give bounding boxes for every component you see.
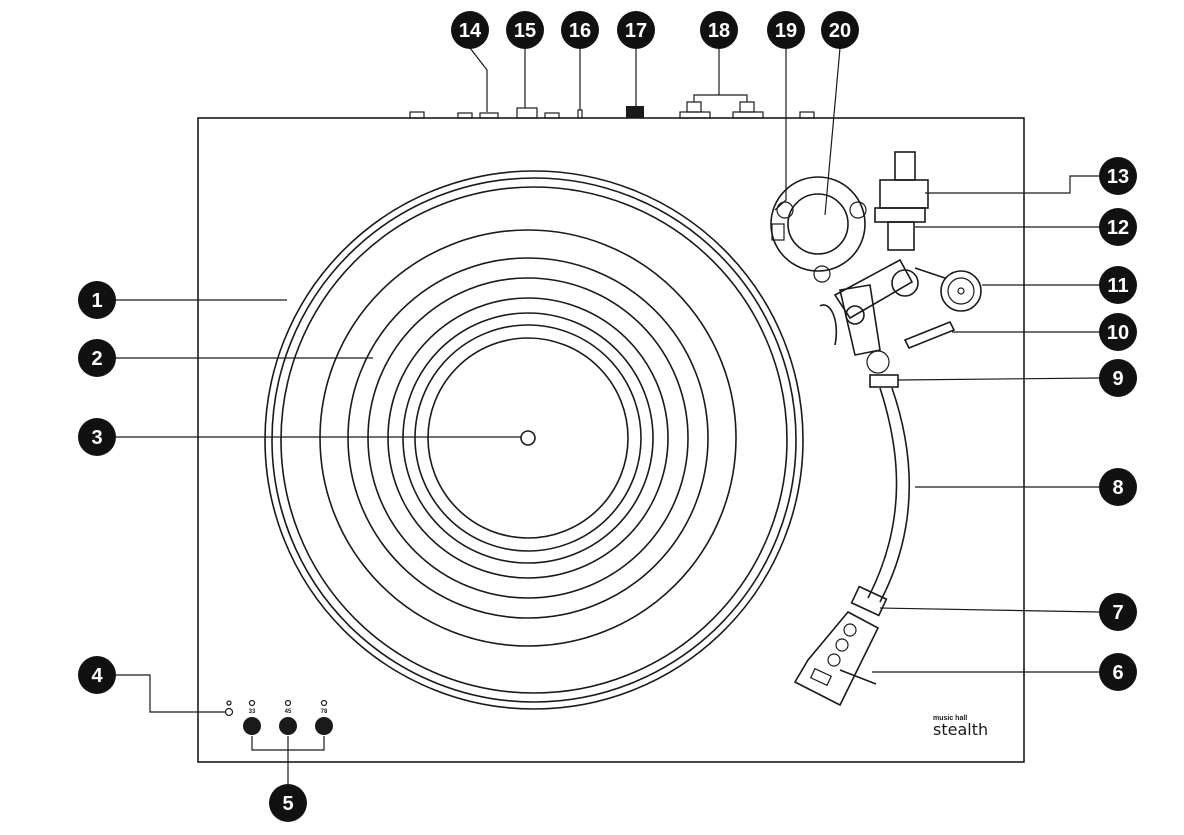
callout-11: 11 — [1099, 266, 1137, 304]
speed-78-led — [320, 699, 328, 707]
svg-text:16: 16 — [569, 20, 591, 42]
arm-tube — [867, 387, 911, 603]
speed-controls: 33 45 78 — [224, 699, 333, 735]
svg-text:13: 13 — [1107, 166, 1129, 188]
brand-line1: music hall — [933, 715, 967, 722]
speed-45-label: 45 — [285, 709, 292, 715]
callout-8: 8 — [1099, 468, 1137, 506]
speed-45-led — [284, 699, 292, 707]
svg-text:8: 8 — [1112, 477, 1123, 499]
platter-mat — [319, 229, 737, 647]
svg-text:12: 12 — [1107, 217, 1129, 239]
svg-text:18: 18 — [708, 20, 730, 42]
svg-text:20: 20 — [829, 20, 851, 42]
power-indicator — [224, 707, 234, 717]
callout-15: 15 — [506, 11, 544, 49]
svg-text:3: 3 — [91, 427, 102, 449]
svg-text:7: 7 — [1112, 602, 1123, 624]
callout-9: 9 — [1099, 359, 1137, 397]
callout-18: 18 — [700, 11, 738, 49]
svg-text:17: 17 — [625, 20, 647, 42]
svg-text:1: 1 — [91, 290, 102, 312]
headshell — [793, 585, 888, 707]
callout-2: 2 — [78, 339, 116, 377]
anti-skate-dial — [914, 267, 982, 312]
cueing-lever — [866, 320, 956, 374]
svg-text:5: 5 — [282, 793, 293, 815]
callout-7: 7 — [1099, 593, 1137, 631]
spindle — [520, 430, 536, 446]
speed-78-label: 78 — [321, 709, 328, 715]
svg-text:15: 15 — [514, 20, 536, 42]
callout-14: 14 — [451, 11, 489, 49]
svg-text:6: 6 — [1112, 662, 1123, 684]
callout-3: 3 — [78, 418, 116, 456]
callout-5: 5 — [269, 784, 307, 822]
callout-6: 6 — [1099, 653, 1137, 691]
brand-logo: music hall stealth — [933, 715, 988, 739]
speed-33-button[interactable] — [243, 717, 261, 735]
rear-connectors — [409, 101, 815, 119]
tonearm-base — [770, 176, 867, 283]
counterweight — [874, 151, 929, 251]
platter — [264, 170, 804, 710]
callout-20: 20 — [821, 11, 859, 49]
callout-1: 1 — [78, 281, 116, 319]
leader-lines — [115, 47, 1101, 786]
callout-4: 4 — [78, 656, 116, 694]
svg-text:11: 11 — [1107, 275, 1128, 297]
plinth — [197, 117, 1025, 763]
speed-33-led — [248, 699, 256, 707]
callout-12: 12 — [1099, 208, 1137, 246]
svg-text:14: 14 — [459, 20, 482, 42]
arm-rest — [869, 374, 899, 388]
brand-line2: stealth — [933, 720, 988, 739]
callout-13: 13 — [1099, 157, 1137, 195]
svg-text:2: 2 — [91, 348, 102, 370]
speed-78-button[interactable] — [315, 717, 333, 735]
svg-text:9: 9 — [1112, 368, 1123, 390]
svg-text:19: 19 — [775, 20, 797, 42]
callout-16: 16 — [561, 11, 599, 49]
svg-text:10: 10 — [1107, 322, 1129, 344]
arm-lift — [819, 258, 919, 356]
callout-19: 19 — [767, 11, 805, 49]
callout-10: 10 — [1099, 313, 1137, 351]
svg-text:4: 4 — [91, 665, 103, 687]
speed-45-button[interactable] — [279, 717, 297, 735]
speed-33-label: 33 — [249, 709, 256, 715]
callout-17: 17 — [617, 11, 655, 49]
